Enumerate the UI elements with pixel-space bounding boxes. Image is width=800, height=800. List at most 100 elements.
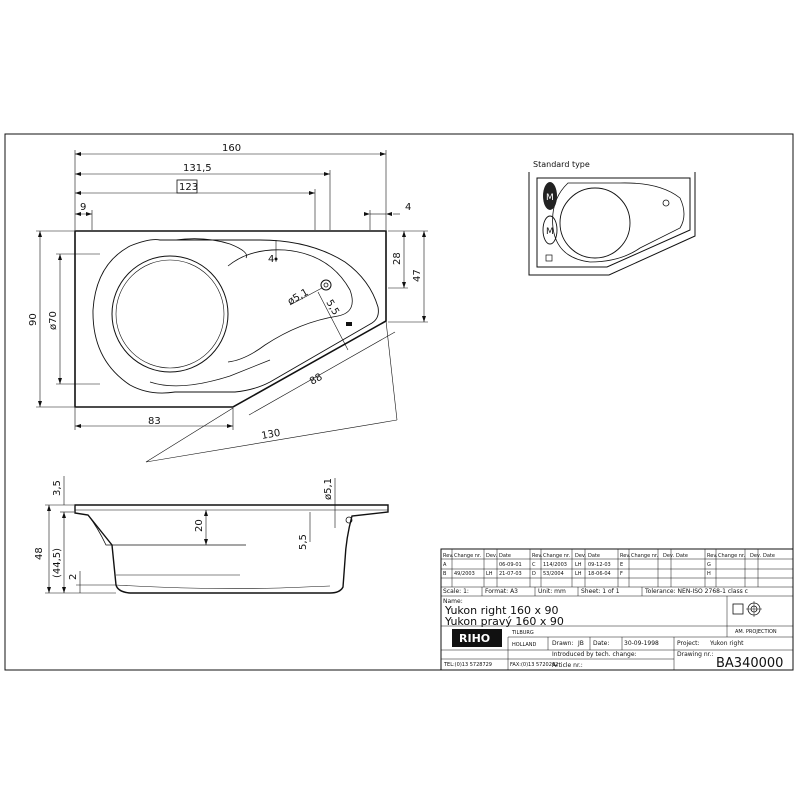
rev-row-letter: F [620, 571, 623, 577]
name-line-2: Yukon pravý 160 x 90 [444, 615, 564, 628]
rev-row-letter: G [707, 562, 711, 568]
sheet-text: Sheet: 1 of 1 [581, 588, 620, 595]
basin-circle [111, 255, 229, 373]
rev-row-change: 49/2003 [454, 571, 475, 577]
standard-type-view: Standard type M M [528, 160, 696, 276]
standard-valve [545, 254, 553, 262]
name-line-1: Yukon right 160 x 90 [444, 604, 558, 617]
rev-header-0: Rev. [443, 553, 454, 559]
rev-header-2: Dev. [575, 553, 586, 559]
motor-symbol-1 [543, 182, 557, 210]
rev-row-letter: D [532, 571, 536, 577]
projection-label: AM. PROJECTION [735, 629, 777, 635]
rev-row-date: 21-07-03 [499, 571, 522, 577]
rev-row-letter: B [443, 571, 447, 577]
rev-header-2: Dev. [750, 553, 761, 559]
standard-tub-outline [536, 177, 691, 268]
company-city: TILBURG [511, 630, 534, 636]
tub-rim-line [92, 239, 379, 394]
project-value: Yukon right [709, 640, 744, 647]
rev-row-change: 114/2003 [543, 562, 567, 568]
basin-lower-contour [149, 359, 271, 387]
rev-header-3: Date [499, 553, 511, 559]
format-text: Format: A3 [485, 588, 518, 595]
rev-header-1: Change nr. [631, 553, 658, 559]
rev-header-0: Rev. [707, 553, 718, 559]
drawing-nr-value: BA340000 [716, 656, 783, 671]
boxed-dimension-frame [176, 179, 198, 194]
plan-view: 160 131,5 123 9 4 4 28 47 90 ø70 ø5,1 5,… [28, 143, 428, 463]
unit-text: Unit: mm [538, 588, 566, 595]
dim-3-5: 3,5 [52, 480, 63, 496]
headrest-contour [174, 238, 248, 259]
drawn-label: Drawn: [552, 640, 574, 647]
dim-5-5: 5,5 [323, 298, 340, 317]
dim-88: 88 [308, 372, 325, 388]
rev-row-letter: H [707, 571, 711, 577]
valve-mark [346, 322, 352, 326]
riho-logo: RIHO [459, 632, 490, 645]
dim-47: 47 [412, 269, 423, 282]
dim-dia-5-1: ø5,1 [286, 287, 311, 308]
dim-dia-70: ø70 [48, 311, 59, 330]
article-label: Article nr.: [552, 662, 583, 669]
overflow-drain [320, 279, 332, 291]
rev-row-letter: C [532, 562, 536, 568]
rev-row-date: 09-12-03 [588, 562, 611, 568]
section-bottom-line [115, 584, 331, 589]
dim-overall-length: 160 [222, 143, 241, 154]
riho-logo-bg [452, 629, 502, 647]
rev-row-dev: LH [486, 571, 493, 577]
dim-48: 48 [34, 547, 45, 560]
rev-header-1: Change nr. [543, 553, 570, 559]
dim-4-inner: 4 [268, 254, 274, 265]
dim-130: 130 [261, 428, 282, 442]
company-tel: TEL:(0)13 5728729 [443, 662, 492, 668]
date-value: 30-09-1998 [624, 640, 659, 647]
seat-contour [227, 249, 353, 363]
rev-row-dev: LH [575, 571, 582, 577]
scale-text: Scale: 1: [443, 588, 469, 595]
wall-outline [528, 172, 696, 276]
rev-header-1: Change nr. [718, 553, 745, 559]
dim-5-5-section: 5,5 [298, 534, 309, 550]
rev-header-2: Dev. [486, 553, 497, 559]
dim-9: 9 [80, 202, 86, 213]
drawing-frame [4, 133, 794, 671]
dim-dia-5-1-section: ø5,1 [323, 478, 334, 500]
rev-row-change: 53/2004 [543, 571, 564, 577]
projection-symbol [732, 601, 762, 617]
rev-row-letter: E [620, 562, 623, 568]
dim-131-5: 131,5 [183, 163, 212, 174]
section-outline [74, 504, 389, 594]
section-drain [345, 516, 353, 524]
rev-row-date: 18-06-04 [588, 571, 611, 577]
rev-header-1: Change nr. [454, 553, 481, 559]
dim-20: 20 [194, 519, 205, 532]
dim-83: 83 [148, 416, 161, 427]
standard-type-title: Standard type [533, 160, 590, 169]
standard-basin [559, 187, 631, 259]
overflow-drain-inner [323, 282, 329, 288]
section-view: 3,5 48 (44,5) 2 20 5,5 ø5,1 [34, 476, 389, 594]
rev-header-3: Date [763, 553, 775, 559]
dim-2: 2 [68, 574, 79, 580]
rev-header-3: Date [588, 553, 600, 559]
dim-44-5: (44,5) [52, 548, 63, 578]
drawing-nr-label: Drawing nr.: [677, 651, 714, 658]
rev-row-date: 06-09-01 [499, 562, 522, 568]
rev-row-dev: LH [575, 562, 582, 568]
dim-90: 90 [28, 313, 39, 326]
company-fax: FAX:(0)13 5720262 [510, 662, 558, 668]
title-block-frame [440, 548, 794, 671]
motor-label-2: M [546, 227, 554, 237]
rev-header-3: Date [676, 553, 688, 559]
dim-123: 123 [179, 182, 198, 193]
motor-symbol-2 [542, 215, 558, 245]
basin-circle-inner [115, 259, 225, 369]
dim-28: 28 [392, 252, 403, 265]
project-label: Project: [677, 640, 700, 647]
name-label: Name: [443, 598, 463, 605]
section-inner-1 [87, 514, 246, 546]
